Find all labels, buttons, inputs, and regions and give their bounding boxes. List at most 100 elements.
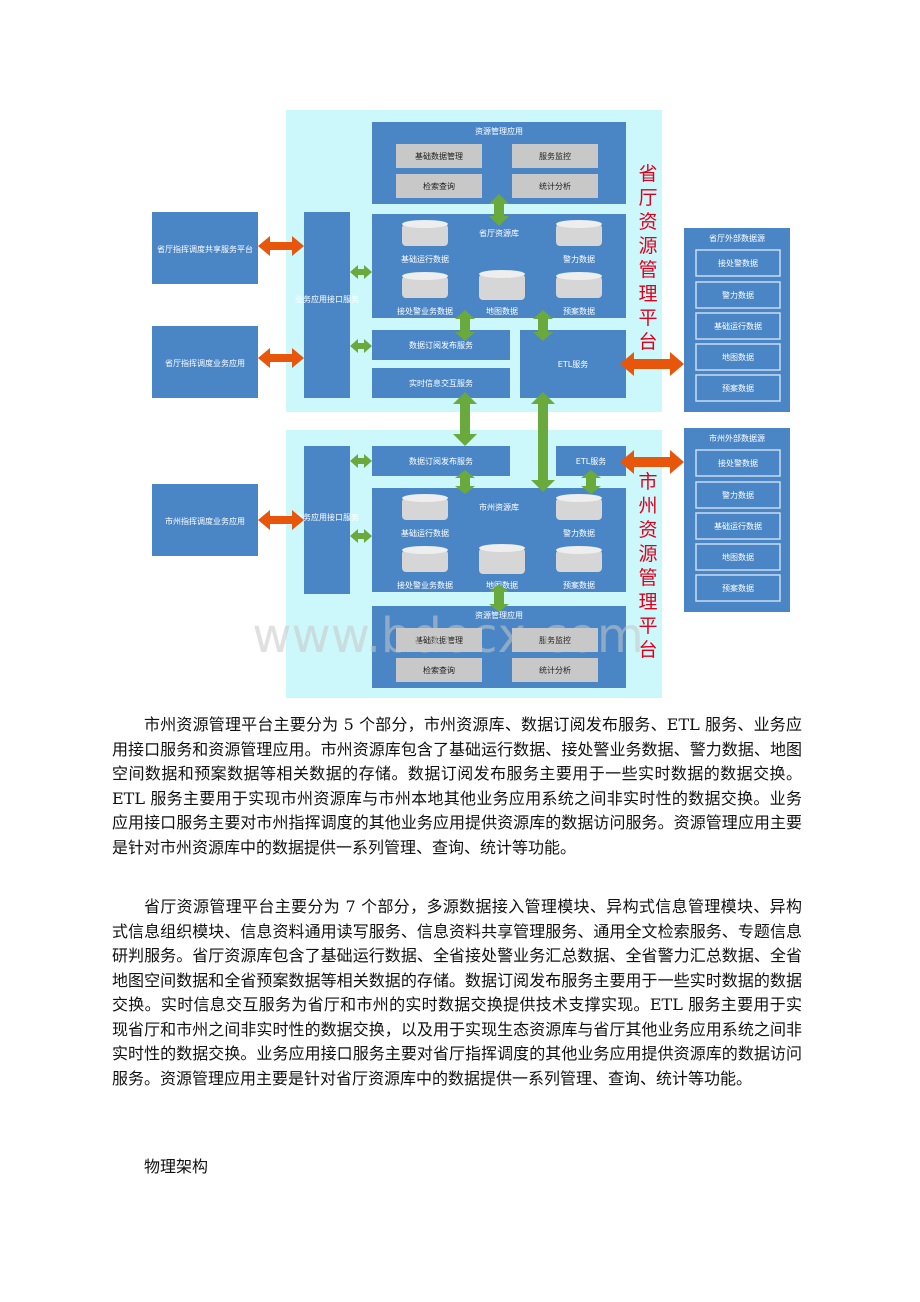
double-arrow-icon — [350, 529, 372, 543]
section-heading: 物理架构 — [144, 1157, 209, 1176]
svg-text:市: 市 — [638, 471, 657, 493]
province-external-items — [695, 249, 781, 402]
svg-text:州: 州 — [638, 495, 657, 517]
province-biz-interface-label: 业务应用接口服务 — [295, 294, 359, 304]
paragraph-city-platform: 市州资源管理平台主要分为 5 个部分，市州资源库、数据订阅发布服务、ETL 服务… — [112, 715, 802, 857]
city-external-item-2: 警力数据 — [722, 490, 754, 500]
svg-text:资: 资 — [638, 519, 657, 541]
database-icon — [556, 220, 602, 246]
city-external-title: 市州外部数据源 — [709, 433, 765, 443]
city-mgmt-item-2-label: 服务监控 — [539, 635, 571, 645]
city-biz-interface-label: 业务应用接口服务 — [295, 512, 359, 522]
province-mgmt-item-1 — [396, 144, 482, 168]
svg-text:源: 源 — [638, 235, 657, 257]
double-arrow-icon — [455, 310, 475, 341]
svg-text:管: 管 — [638, 259, 657, 281]
database-icon — [479, 544, 525, 574]
city-external-item-4: 地图数据 — [722, 552, 754, 562]
province-biz-interface — [304, 212, 350, 398]
city-subscribe-label: 数据订阅发布服务 — [409, 456, 473, 466]
city-mgmt-item-3-label: 检索查询 — [423, 665, 455, 675]
double-arrow-icon — [350, 339, 372, 353]
svg-text:管: 管 — [638, 567, 657, 589]
city-mgmt-item-4 — [512, 658, 598, 682]
city-mgmt-item-3 — [396, 658, 482, 682]
province-dispatch-app-label: 省厅指挥调度业务应用 — [165, 358, 245, 368]
database-icon — [556, 272, 602, 298]
province-mgmt-item-2-label: 服务监控 — [539, 151, 571, 161]
city-mgmt-item-1-label: 基础数据管理 — [415, 635, 463, 645]
province-db-label-4: 地图数据 — [486, 306, 518, 316]
province-db-label-1: 基础运行数据 — [401, 254, 449, 264]
province-realtime — [372, 368, 510, 398]
svg-text:平: 平 — [638, 307, 657, 329]
database-icon — [402, 546, 448, 572]
province-db-label-5: 预案数据 — [563, 306, 595, 316]
province-external-title: 省厅外部数据源 — [709, 233, 765, 243]
double-arrow-icon — [620, 352, 684, 376]
svg-text:平: 平 — [638, 615, 657, 637]
database-icon — [402, 220, 448, 246]
database-icon — [556, 494, 602, 520]
province-db-icons — [402, 220, 602, 300]
database-icon — [479, 270, 525, 300]
province-shared-platform — [152, 212, 258, 284]
province-mgmt-item-3-label: 检索查询 — [423, 181, 455, 191]
city-dispatch-app — [152, 484, 258, 556]
double-arrow-icon — [533, 310, 553, 341]
province-mgmt-item-4 — [512, 174, 598, 198]
double-arrow-icon — [453, 392, 477, 446]
province-external-item-1: 接处警数据 — [718, 258, 758, 268]
city-db-label-4: 地图数据 — [486, 580, 518, 590]
double-arrow-icon — [581, 470, 601, 494]
city-mgmt-item-4-label: 统计分析 — [539, 665, 571, 675]
city-db-icons — [402, 494, 602, 574]
province-mgmt-item-1-label: 基础数据管理 — [415, 151, 463, 161]
double-arrow-icon — [455, 470, 475, 494]
svg-text:资: 资 — [638, 211, 657, 233]
double-arrow-icon — [258, 236, 304, 256]
svg-text:理: 理 — [638, 283, 657, 305]
province-subscribe — [372, 330, 510, 360]
watermark: www.bdocx.com — [252, 608, 644, 664]
province-platform-title: 省 厅 资 源 管 理 平 台 — [638, 163, 657, 353]
city-external-item-3: 基础运行数据 — [714, 521, 762, 531]
double-arrow-icon — [258, 348, 304, 368]
province-etl — [520, 330, 626, 398]
province-db-label-2: 警力数据 — [563, 254, 595, 264]
city-platform-title: 市 州 资 源 管 理 平 台 — [638, 471, 657, 661]
province-mgmt-item-3 — [396, 174, 482, 198]
database-icon — [402, 494, 448, 520]
database-icon — [402, 272, 448, 298]
double-arrow-icon — [531, 392, 555, 492]
city-db-label-5: 预案数据 — [563, 580, 595, 590]
svg-text:厅: 厅 — [638, 187, 657, 209]
double-arrow-icon — [489, 194, 509, 226]
double-arrow-icon — [350, 265, 372, 279]
city-db-label-1: 基础运行数据 — [401, 528, 449, 538]
city-etl-label: ETL服务 — [576, 456, 606, 466]
svg-text:台: 台 — [638, 331, 657, 353]
arrows — [258, 194, 684, 612]
double-arrow-icon — [620, 450, 684, 474]
province-dispatch-app — [152, 326, 258, 398]
city-resource-mgmt-title: 资源管理应用 — [475, 610, 523, 620]
database-icon — [556, 546, 602, 572]
city-mgmt-item-1 — [396, 628, 482, 652]
svg-text:省: 省 — [638, 163, 657, 185]
province-subscribe-label: 数据订阅发布服务 — [409, 340, 473, 350]
province-external-item-2: 警力数据 — [722, 290, 754, 300]
province-mgmt-item-4-label: 统计分析 — [539, 181, 571, 191]
province-realtime-label: 实时信息交互服务 — [409, 378, 473, 388]
province-external-item-3: 基础运行数据 — [714, 321, 762, 331]
svg-text:台: 台 — [638, 639, 657, 661]
city-dispatch-app-label: 市州指挥调度业务应用 — [165, 516, 245, 526]
province-db-label-3: 接处警业务数据 — [397, 306, 453, 316]
city-external-items — [695, 449, 781, 602]
city-external-item-5: 预案数据 — [722, 583, 754, 593]
double-arrow-icon — [258, 510, 304, 530]
province-shared-platform-label: 省厅指挥调度共享服务平台 — [157, 244, 253, 254]
province-external-item-5: 预案数据 — [722, 383, 754, 393]
city-resource-db-title: 市州资源库 — [479, 502, 519, 512]
city-external-item-1: 接处警数据 — [718, 458, 758, 468]
